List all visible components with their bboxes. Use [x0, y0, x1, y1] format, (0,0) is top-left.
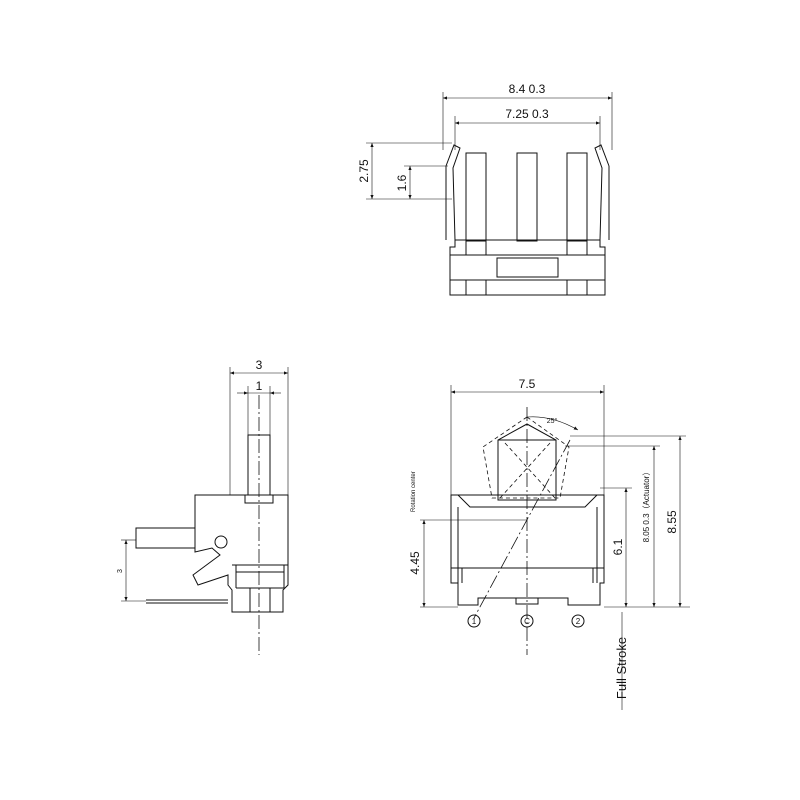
front-view: 7.5 Rotation center 25° 4.45: [408, 377, 690, 710]
dim-inner-label: 7.25 0.3: [505, 107, 549, 121]
terminal-c-callout: [520, 614, 534, 628]
actuator-right-position: [526, 416, 570, 499]
total-height-label: 8.55: [665, 510, 679, 534]
side-actuator-label: 1: [256, 379, 263, 393]
dim-clip-label: 1.6: [395, 174, 409, 191]
rotation-center-label: Rotation center: [411, 471, 417, 512]
front-body: [450, 494, 605, 606]
angle-label: 25°: [547, 417, 558, 425]
right-clip: [594, 144, 610, 241]
side-mounting-hole: [214, 535, 228, 549]
side-width-label: 3: [256, 358, 263, 372]
full-stroke-label: Full Stroke: [614, 637, 629, 699]
rotation-height-label: 4.45: [408, 551, 422, 575]
actuator-height-label: 8.05 0.3（Actuator）: [642, 468, 651, 543]
side-terminal-label: 3: [117, 569, 124, 573]
dim-height-label: 2.75: [357, 159, 371, 183]
body-height-label: 6.1: [611, 538, 625, 555]
terminal-2-label: 2: [576, 617, 581, 626]
actuator-left-position: [482, 416, 528, 499]
side-view: 3 1 3: [117, 358, 289, 655]
terminal-1-callout: [467, 614, 481, 628]
terminal-c-label: C: [524, 617, 530, 626]
angle-arc: [526, 416, 579, 431]
terminal-right: [566, 152, 588, 242]
side-terminal-tab: [135, 527, 195, 549]
terminal-c-pin: [515, 597, 539, 605]
terminal-left: [465, 152, 487, 242]
top-housing: [449, 239, 606, 296]
rotation-line: [473, 439, 571, 619]
front-width-label: 7.5: [519, 377, 536, 391]
terminal-center: [516, 152, 538, 242]
side-body: [192, 494, 289, 613]
terminal-2-callout: [571, 614, 585, 628]
dim-overall-label: 8.4 0.3: [509, 82, 546, 96]
terminal-1-label: 1: [472, 617, 477, 626]
top-window: [496, 257, 559, 278]
left-clip: [445, 144, 461, 241]
top-view: 8.4 0.3 7.25 0.3 2.75 1.6: [357, 82, 613, 296]
